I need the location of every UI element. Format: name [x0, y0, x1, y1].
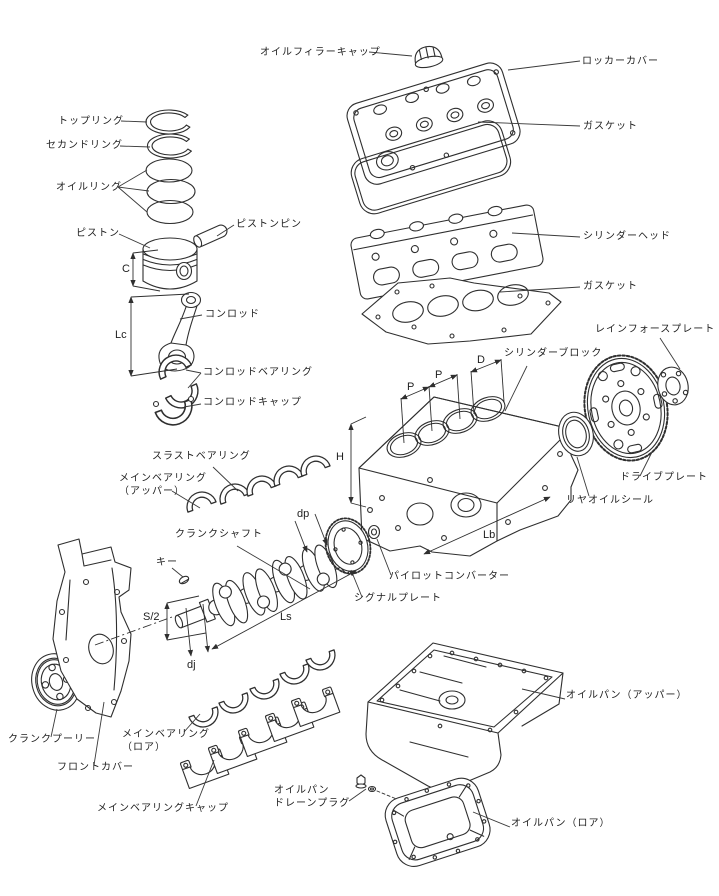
rocker-cover-gasket-drawing [350, 120, 512, 215]
label-connecting-rod-bearing: コンロッドベアリング [203, 367, 313, 378]
label-connecting-rod-cap: コンロッドキャップ [203, 397, 302, 408]
label-main-bearing-lower: メインベアリング （ロア） [122, 728, 210, 754]
label-oil-pan-upper: オイルパン（アッパー） [566, 690, 688, 701]
label-pilot-converter: パイロットコンバーター [389, 571, 510, 582]
label-reinforce-plate: レインフォースプレート [595, 324, 716, 335]
label-crankshaft: クランクシャフト [175, 529, 263, 540]
dim-bore-diameter-d: D [477, 354, 485, 366]
connecting-rod-cap-drawing [152, 395, 198, 431]
pilot-converter-drawing [367, 524, 381, 540]
label-main-bearing-lower-line2: （ロア） [122, 742, 166, 753]
label-rocker-cover-gasket: ガスケット [583, 121, 638, 132]
dimension-lines [94, 249, 551, 657]
piston-drawing [142, 237, 198, 290]
label-top-ring: トップリング [58, 116, 124, 127]
label-oil-pan-drain-plug-line1: オイルパン [274, 785, 330, 796]
label-drive-plate: ドライブプレート [620, 472, 708, 483]
dim-bore-pitch-p2: P [435, 369, 443, 381]
label-main-bearing-cap: メインベアリングキャップ [97, 803, 229, 814]
dim-bore-pitch-p1: P [407, 381, 415, 393]
label-oil-ring: オイルリング [56, 182, 122, 193]
label-main-bearing-lower-line1: メインベアリング [122, 729, 210, 740]
dim-half-stroke-s2: S/2 [143, 611, 160, 623]
label-main-bearing-upper-line2: （アッパー） [119, 486, 185, 497]
label-cylinder-block: シリンダーブロック [504, 348, 603, 359]
top-ring-drawing [145, 109, 191, 135]
label-oil-filler-cap: オイルフィラーキャップ [260, 47, 381, 58]
label-rear-oil-seal: リヤオイルシール [566, 495, 654, 506]
label-piston: ピストン [76, 228, 120, 239]
oil-filler-cap-drawing [414, 45, 444, 69]
label-oil-pan-drain-plug: オイルパン ドレーンプラグ [274, 784, 350, 810]
second-ring-drawing [146, 133, 192, 159]
label-connecting-rod: コンロッド [205, 309, 260, 320]
dim-clearance-c: C [122, 263, 130, 275]
label-thrust-bearing: スラストベアリング [152, 451, 251, 462]
dim-journal-diameter-dj: dj [187, 659, 196, 671]
label-main-bearing-upper-line1: メインベアリング [119, 473, 207, 484]
dim-block-length-lb: Lb [483, 529, 496, 541]
label-cylinder-head: シリンダーヘッド [583, 231, 671, 242]
dim-block-height-h: H [336, 451, 344, 463]
reinforce-plate-drawing [657, 366, 689, 406]
dim-pin-diameter-dp: dp [297, 508, 310, 520]
piston-pin-drawing [193, 224, 228, 248]
dim-crank-length-ls: Ls [280, 611, 292, 623]
cylinder-block-drawing [358, 396, 579, 557]
label-oil-pan-lower: オイルパン（ロア） [511, 818, 611, 829]
label-rocker-cover: ロッカーカバー [582, 56, 659, 67]
signal-plate-drawing [324, 517, 372, 575]
label-key: キー [156, 557, 178, 568]
label-piston-pin: ピストンピン [236, 219, 302, 230]
label-second-ring: セカンドリング [46, 140, 123, 151]
label-oil-pan-drain-plug-line2: ドレーンプラグ [274, 798, 351, 809]
dim-rod-length-lc: Lc [115, 329, 127, 341]
oil-pan-lower-drawing [384, 777, 491, 867]
label-main-bearing-upper: メインベアリング （アッパー） [119, 472, 207, 498]
label-signal-plate: シグナルプレート [354, 593, 442, 604]
label-cylinder-head-gasket: ガスケット [583, 281, 638, 292]
rear-oil-seal-drawing [558, 411, 594, 457]
cylinder-head-gasket-drawing [361, 277, 562, 345]
drive-plate-drawing [583, 354, 669, 462]
leader-lines [50, 51, 681, 828]
key-drawing [178, 575, 190, 585]
label-crank-pulley: クランクプーリー [8, 734, 96, 745]
oil-pan-upper-drawing [365, 642, 564, 791]
front-cover-drawing [52, 538, 132, 718]
oil-ring-drawing [145, 158, 196, 225]
label-front-cover: フロントカバー [57, 762, 134, 773]
